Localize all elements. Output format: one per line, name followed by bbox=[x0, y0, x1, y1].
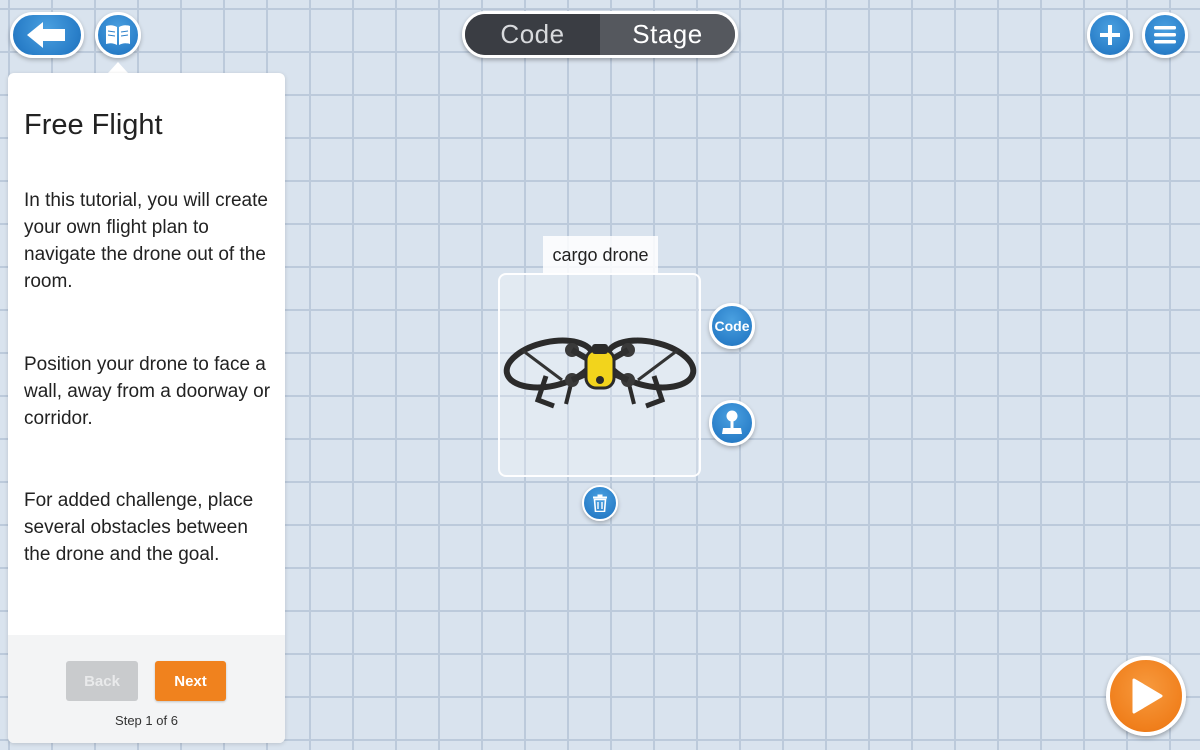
drone-joystick-button[interactable] bbox=[709, 400, 755, 446]
tutorial-paragraph: In this tutorial, you will create your o… bbox=[24, 190, 268, 292]
menu-button[interactable] bbox=[1142, 12, 1188, 58]
tutorial-paragraph: Position your drone to face a wall, away… bbox=[24, 354, 271, 429]
hamburger-menu-icon bbox=[1154, 26, 1176, 44]
code-stage-switch[interactable]: Code Stage bbox=[462, 11, 738, 58]
panel-pointer bbox=[108, 62, 128, 73]
book-icon bbox=[106, 25, 130, 45]
step-indicator: Step 1 of 6 bbox=[115, 713, 178, 728]
drone-code-button[interactable]: Code bbox=[709, 303, 755, 349]
delete-drone-button[interactable] bbox=[582, 485, 618, 521]
arrow-left-icon bbox=[27, 22, 65, 48]
drone-card[interactable] bbox=[498, 273, 701, 477]
drone-name-label: cargo drone bbox=[543, 236, 658, 274]
trash-icon bbox=[593, 494, 607, 512]
tab-code[interactable]: Code bbox=[465, 14, 600, 55]
drone-code-label: Code bbox=[714, 318, 750, 334]
tutorial-next-button[interactable]: Next bbox=[155, 661, 226, 701]
tutorial-panel: Free Flight In this tutorial, you will c… bbox=[8, 73, 285, 743]
tutorial-title: Free Flight bbox=[24, 109, 163, 141]
add-button[interactable] bbox=[1087, 12, 1133, 58]
back-button[interactable] bbox=[10, 12, 84, 58]
tab-stage[interactable]: Stage bbox=[600, 14, 735, 55]
play-icon bbox=[1132, 678, 1163, 714]
tutorial-back-button[interactable]: Back bbox=[66, 661, 138, 701]
plus-icon bbox=[1100, 25, 1120, 45]
play-button[interactable] bbox=[1106, 656, 1186, 736]
joystick-icon bbox=[722, 410, 742, 434]
tutorial-paragraph: For added challenge, place several obsta… bbox=[24, 490, 254, 565]
tutorial-book-button[interactable] bbox=[95, 12, 141, 58]
tutorial-footer: Back Next Step 1 of 6 bbox=[8, 635, 285, 743]
drone-image bbox=[503, 337, 697, 409]
